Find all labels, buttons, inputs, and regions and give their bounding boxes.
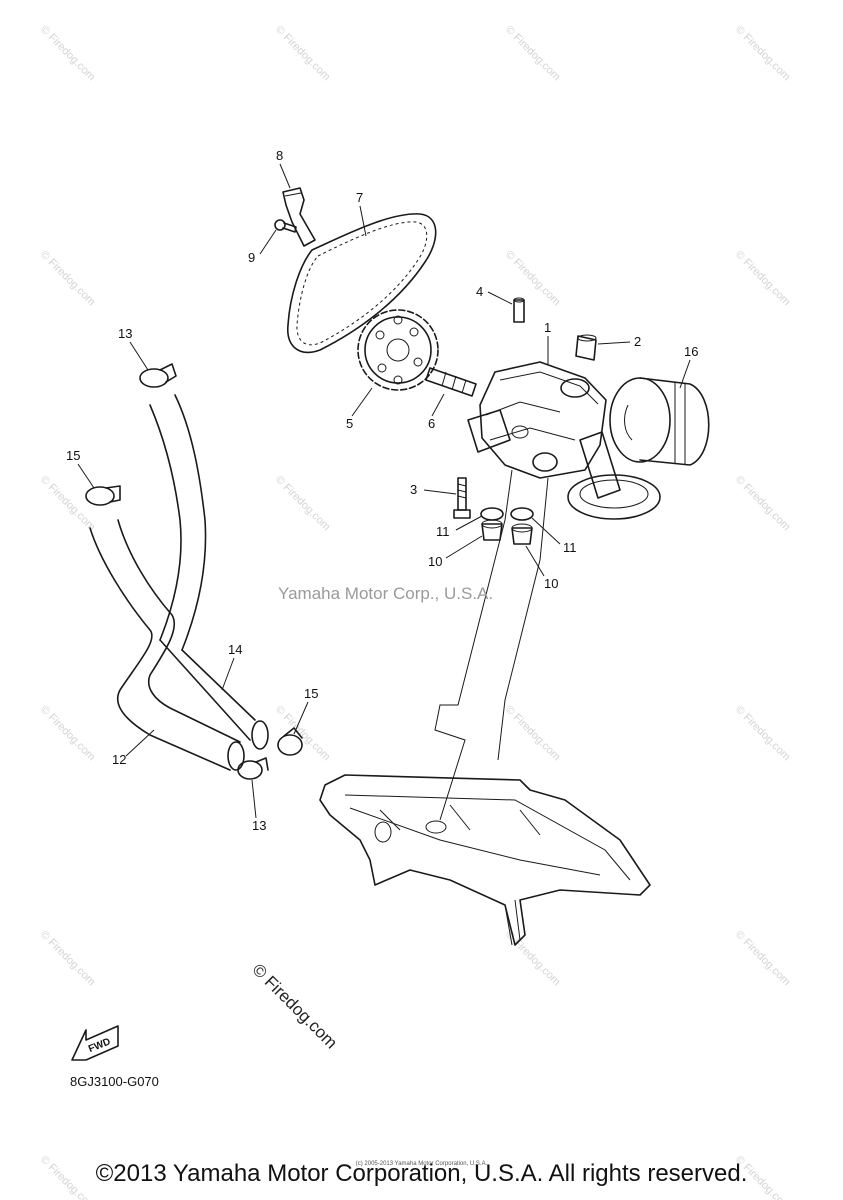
fwd-label: FWD xyxy=(87,1036,112,1055)
callouts: 8 9 7 4 1 2 16 5 6 3 11 11 10 10 13 15 1 xyxy=(66,148,698,833)
part-10-collars xyxy=(481,519,533,545)
callout-3: 3 xyxy=(410,482,417,497)
part-1-oil-pump xyxy=(467,361,607,479)
watermark-tile: © Firedog.com xyxy=(273,704,333,764)
callout-5: 5 xyxy=(346,416,353,431)
watermark-tile: © Firedog.com xyxy=(273,474,333,534)
callout-12: 12 xyxy=(112,752,126,767)
part-15-clamp-right xyxy=(277,727,303,756)
callout-7: 7 xyxy=(356,190,363,205)
oil-pan xyxy=(319,774,651,946)
part-13-clamp-bottom xyxy=(237,757,269,780)
watermark-tile: © Firedog.com xyxy=(503,24,563,84)
part-6-shaft xyxy=(425,367,477,397)
callout-4: 4 xyxy=(476,284,483,299)
part-11-o-rings xyxy=(480,507,534,521)
part-12-hose xyxy=(89,519,245,771)
watermark-tile: © Firedog.com xyxy=(733,704,793,764)
part-5-sprocket xyxy=(357,309,439,391)
callout-11: 11 xyxy=(436,524,450,539)
watermark-tile: © Firedog.com xyxy=(733,929,793,989)
watermark-tile: © Firedog.com xyxy=(273,24,333,84)
callout-13: 13 xyxy=(252,818,266,833)
callout-11: 11 xyxy=(563,540,577,555)
watermark-tile: © Firedog.com xyxy=(38,704,98,764)
callout-6: 6 xyxy=(428,416,435,431)
watermark-tile: © Firedog.com xyxy=(503,249,563,309)
oil-strainer xyxy=(567,431,661,520)
center-watermark: Yamaha Motor Corp., U.S.A. xyxy=(278,584,494,603)
watermark-tile: © Firedog.com xyxy=(733,474,793,534)
callout-10: 10 xyxy=(428,554,442,569)
callout-16: 16 xyxy=(684,344,698,359)
watermark-tile: © Firedog.com xyxy=(503,704,563,764)
callout-2: 2 xyxy=(634,334,641,349)
part-13-clamp-top xyxy=(139,363,177,388)
callout-15: 15 xyxy=(66,448,80,463)
fwd-arrow-icon: FWD xyxy=(71,1025,119,1061)
watermark-tile: © Firedog.com xyxy=(733,249,793,309)
part-2-collar xyxy=(575,334,597,361)
part-8-chain-guide xyxy=(282,187,316,247)
diagram-code: 8GJ3100-G070 xyxy=(70,1074,159,1089)
callout-8: 8 xyxy=(276,148,283,163)
part-16-oil-filter xyxy=(609,377,710,466)
watermark-tile: © Firedog.com xyxy=(503,929,563,989)
part-14-hose xyxy=(149,394,269,750)
callout-15: 15 xyxy=(304,686,318,701)
copyright-footer: ©2013 Yamaha Motor Corporation, U.S.A. A… xyxy=(95,1160,748,1187)
callout-10: 10 xyxy=(544,576,558,591)
part-3-bolt xyxy=(453,477,471,519)
part-9-bolt xyxy=(274,219,297,233)
callout-13: 13 xyxy=(118,326,132,341)
assembly-line xyxy=(497,477,549,761)
callout-9: 9 xyxy=(248,250,255,265)
tiny-copyright: (c) 2005-2013 Yamaha Motor Corporation, … xyxy=(355,1161,488,1167)
callout-1: 1 xyxy=(544,320,551,335)
callout-14: 14 xyxy=(228,642,242,657)
watermark-tile: © Firedog.com xyxy=(38,24,98,84)
watermark-tile: © Firedog.com xyxy=(38,929,98,989)
watermark-tiles: © Firedog.com © Firedog.com © Firedog.co… xyxy=(38,24,793,1200)
watermark-tile: © Firedog.com xyxy=(38,249,98,309)
part-4-dowel-pin xyxy=(513,297,525,323)
assembly-line xyxy=(434,469,513,821)
watermark-tile: © Firedog.com xyxy=(38,474,98,534)
part-7-chain xyxy=(287,213,437,354)
watermark-tile: © Firedog.com xyxy=(733,24,793,84)
part-15-clamp-left xyxy=(85,485,121,506)
